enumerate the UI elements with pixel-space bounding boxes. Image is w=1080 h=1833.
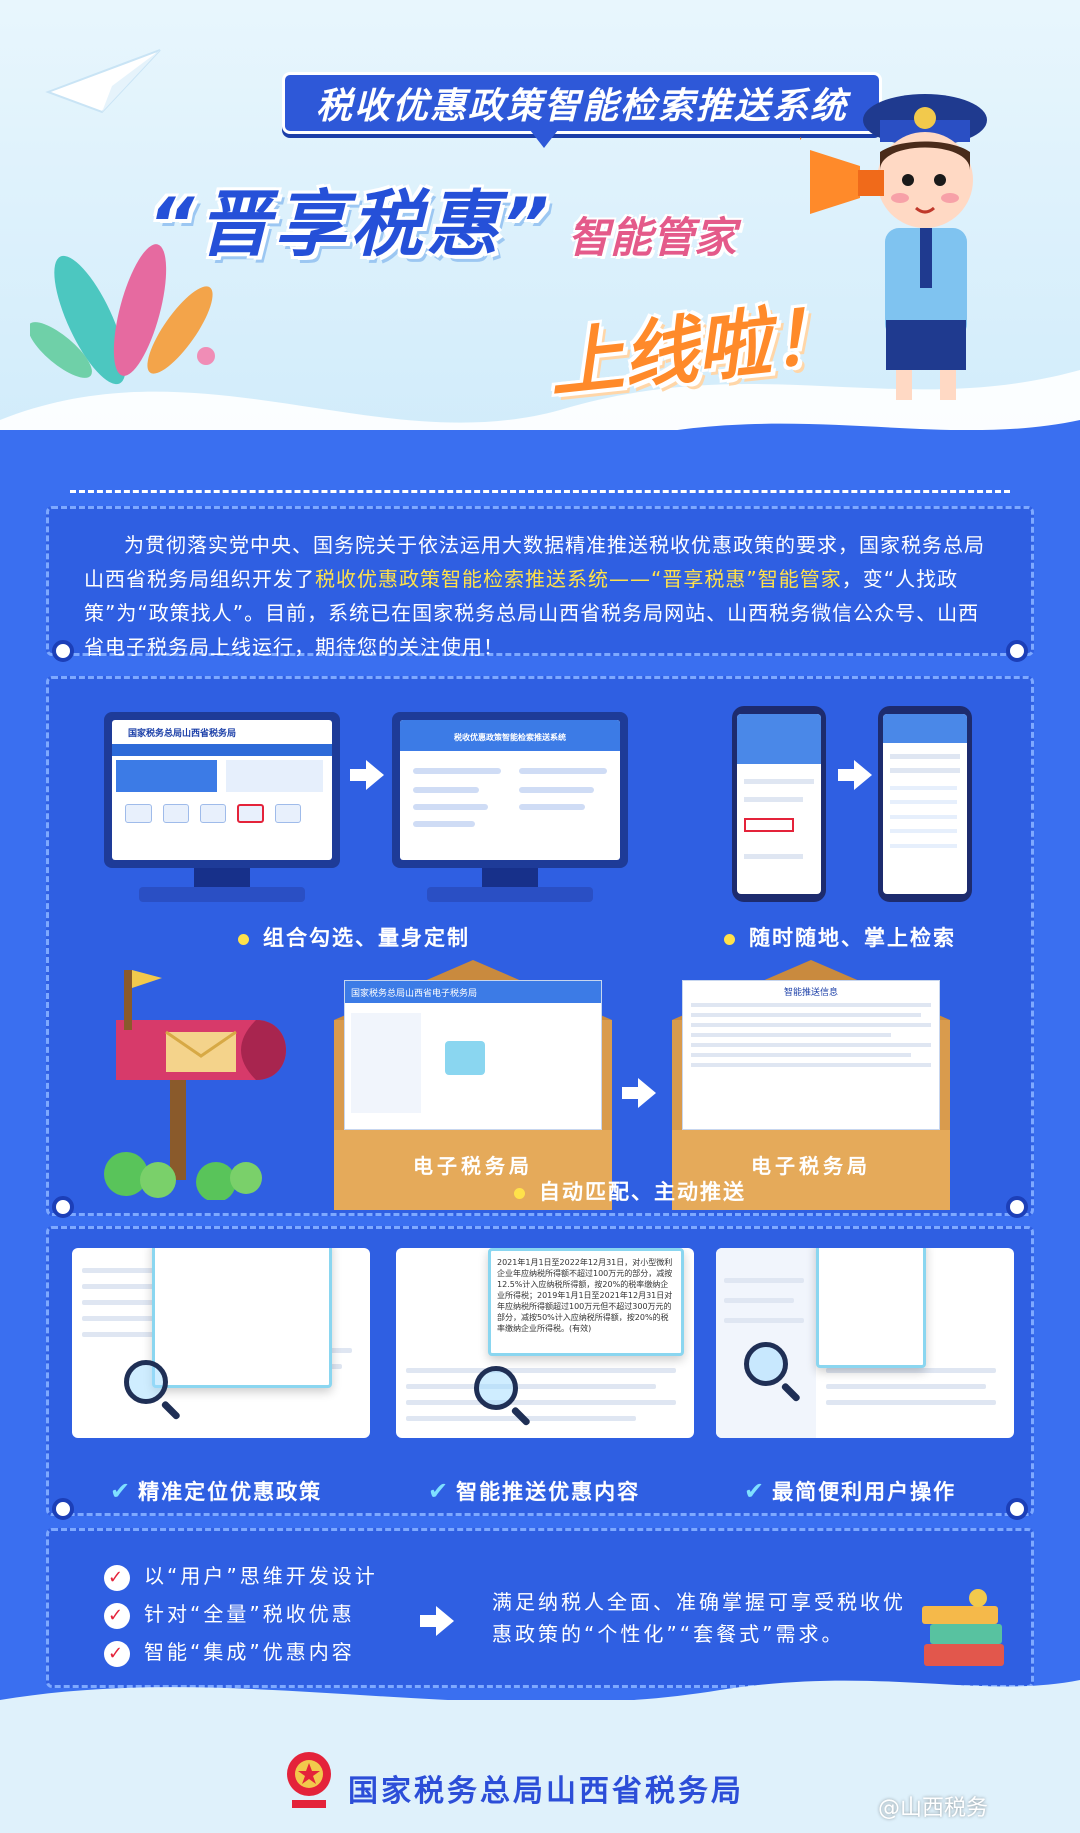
binder-ring xyxy=(52,640,74,662)
feature-card-push: 2021年1月1日至2022年12月31日，对小型微利企业年应纳税所得额不超过1… xyxy=(396,1248,694,1438)
check-icon: ✔ xyxy=(744,1477,767,1505)
feature-label-simple: ✔最简便利用户操作 xyxy=(744,1477,957,1505)
check-badge-icon: ✓ xyxy=(104,1602,130,1629)
feature-label-push: ✔智能推送优惠内容 xyxy=(428,1477,641,1505)
bullet-full-coverage: ✓针对“全量”税收优惠 xyxy=(104,1598,355,1629)
monitor-website: 国家税务总局山西省税务局 xyxy=(104,712,340,902)
bullet-user-thinking: ✓以“用户”思维开发设计 xyxy=(104,1560,378,1591)
intro-text-part1: 为贯彻落实党中央、国务院关于依法运用大数据精准推送税收优惠政策的要求，国家税务总… xyxy=(84,533,985,591)
magnifier-icon xyxy=(744,1342,788,1386)
envelope-screen-title: 智能推送信息 xyxy=(783,988,838,998)
flow-arrow-icon xyxy=(838,760,872,790)
phone-wechat xyxy=(732,706,826,902)
books-icon xyxy=(922,1589,1004,1666)
magnifier-icon xyxy=(124,1360,168,1404)
check-icon: ✔ xyxy=(428,1477,451,1505)
main-title: “晋享税惠” xyxy=(148,182,553,266)
envelope-tax-bureau: 国家税务总局山西省电子税务局 电子税务局 xyxy=(334,960,612,1210)
binder-ring xyxy=(52,1196,74,1218)
envelope-push-result: 智能推送信息 电子税务局 xyxy=(672,960,950,1210)
envelope-label: 电子税务局 xyxy=(751,1154,871,1178)
system-title-banner: 税收优惠政策智能检索推送系统 xyxy=(282,72,882,134)
paper-plane-icon xyxy=(45,49,161,114)
banner-pointer xyxy=(530,130,558,148)
push-result-screenshot: 智能推送信息 xyxy=(682,980,940,1130)
policy-snippet: 2021年1月1日至2022年12月31日，对小型微利企业年应纳税所得额不超过1… xyxy=(488,1248,684,1356)
system-screenshot: 税收优惠政策智能检索推送系统 xyxy=(400,720,620,860)
website-title: 国家税务总局山西省税务局 xyxy=(128,729,237,739)
envelope-screen-title: 国家税务总局山西省电子税务局 xyxy=(351,989,478,999)
intro-text-part2: ，变“人找政策”为“政策找人”。目前，系统已在国家税务总局山西省税务局网站、山西… xyxy=(84,567,980,659)
binder-ring xyxy=(1006,1498,1028,1520)
envelope-label: 电子税务局 xyxy=(413,1154,533,1178)
dashed-divider xyxy=(70,490,1010,493)
system-title: 税收优惠政策智能检索推送系统 xyxy=(315,86,848,127)
sub-title: 智能管家 xyxy=(568,213,737,262)
bullet-integration: ✓智能“集成”优惠内容 xyxy=(104,1636,355,1667)
plant-decoration-icon xyxy=(30,244,215,385)
check-badge-icon: ✓ xyxy=(104,1640,130,1667)
system-screen-title: 税收优惠政策智能检索推送系统 xyxy=(454,733,566,742)
flow-arrow-icon xyxy=(420,1606,454,1636)
binder-ring xyxy=(52,1498,74,1520)
mailbox-icon xyxy=(104,970,286,1200)
feature-card-simple xyxy=(716,1248,1014,1438)
check-badge-icon: ✓ xyxy=(104,1564,130,1591)
caption-combined-selection: 组合勾选、量身定制 xyxy=(238,922,470,952)
footer-background xyxy=(0,1700,1080,1833)
feature-card-locate xyxy=(72,1248,370,1438)
feature-label-locate: ✔精准定位优惠政策 xyxy=(110,1477,323,1505)
monitor-screen: 税收优惠政策智能检索推送系统 xyxy=(392,712,628,868)
monitor-screen: 国家税务总局山西省税务局 xyxy=(104,712,340,868)
monitor-system: 税收优惠政策智能检索推送系统 xyxy=(392,712,628,902)
magnifier-icon xyxy=(474,1366,518,1410)
intro-paragraph: 为贯彻落实党中央、国务院关于依法运用大数据精准推送税收优惠政策的要求，国家税务总… xyxy=(84,528,996,664)
summary-text: 满足纳税人全面、准确掌握可享受税收优惠政策的“个性化”“套餐式”需求。 xyxy=(492,1590,906,1646)
binder-ring xyxy=(1006,1196,1028,1218)
e-tax-screenshot: 国家税务总局山西省电子税务局 xyxy=(344,980,602,1130)
caption-auto-match: 自动匹配、主动推送 xyxy=(514,1176,746,1206)
intro-highlight: 税收优惠政策智能检索推送系统——“晋享税惠”智能管家 xyxy=(315,567,842,591)
intro-panel xyxy=(46,506,1034,656)
tax-emblem-icon xyxy=(287,1752,331,1808)
website-screenshot: 国家税务总局山西省税务局 xyxy=(112,720,332,860)
caption-mobile-search: 随时随地、掌上检索 xyxy=(724,922,956,952)
flow-arrow-icon xyxy=(622,1078,656,1108)
footer-org-name: 国家税务总局山西省税务局 xyxy=(348,1774,744,1809)
check-icon: ✔ xyxy=(110,1477,133,1505)
tax-officer-mascot-icon xyxy=(800,94,987,400)
summary-panel xyxy=(46,1528,1034,1688)
binder-ring xyxy=(1006,640,1028,662)
weibo-watermark: @山西税务 xyxy=(878,1796,989,1821)
flow-arrow-icon xyxy=(350,760,384,790)
phone-result xyxy=(878,706,972,902)
